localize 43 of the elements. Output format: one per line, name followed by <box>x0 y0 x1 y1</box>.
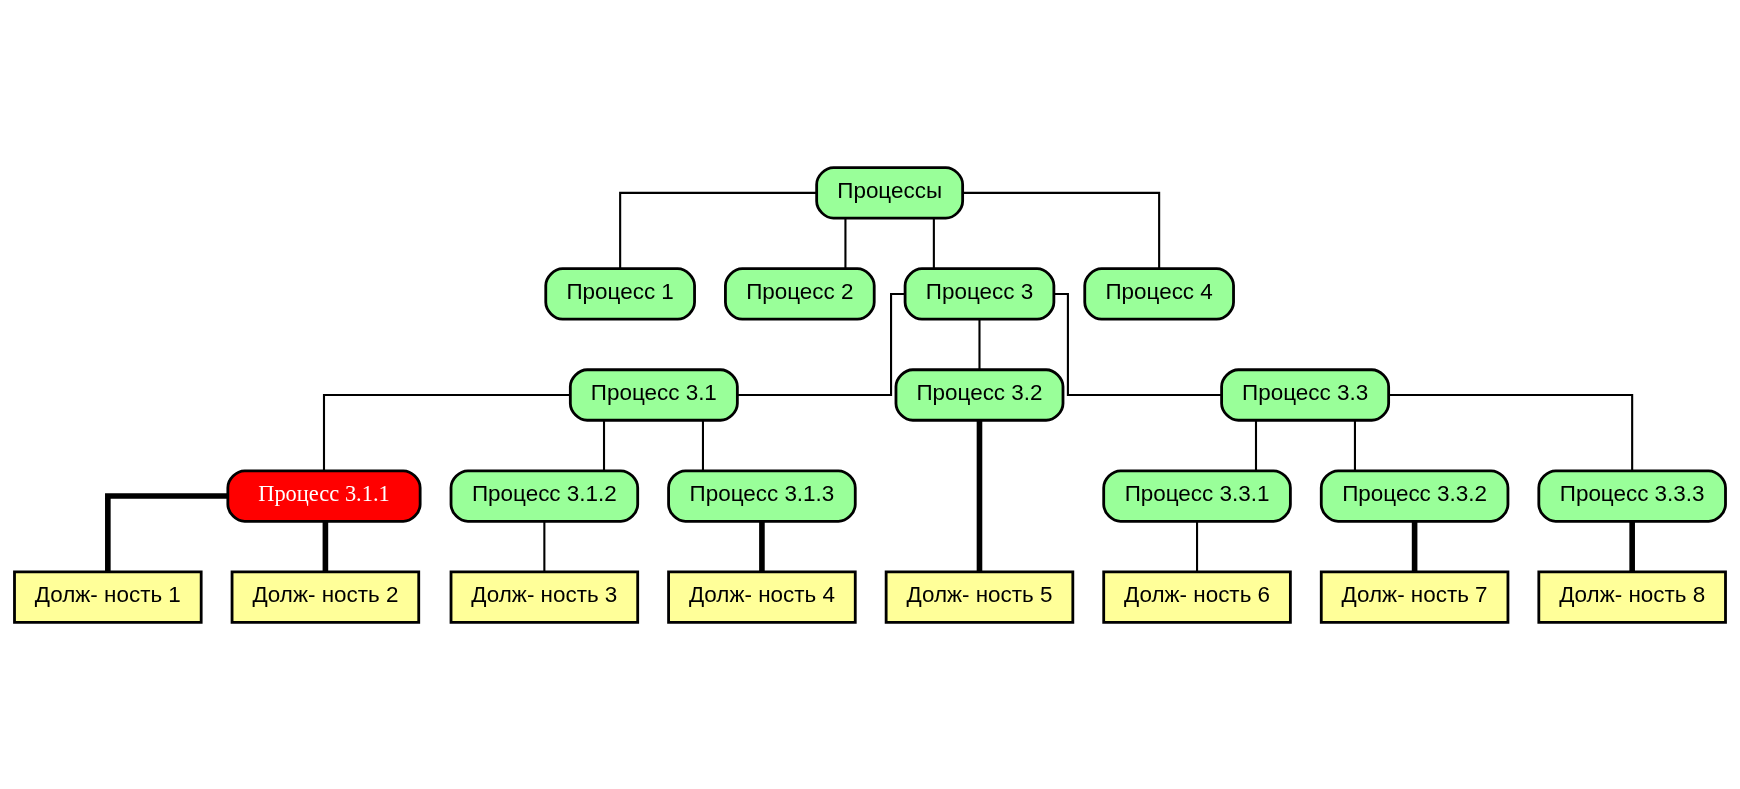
node-box: Процессы <box>815 165 965 220</box>
connector <box>1196 521 1199 571</box>
connector <box>1254 420 1258 470</box>
connector <box>543 521 546 571</box>
node-box: Процесс 3.1.2 <box>449 468 640 523</box>
node-box: Долж- ность 4 <box>667 569 857 624</box>
node-box: Процесс 3.2 <box>894 367 1065 422</box>
connector <box>1411 521 1418 571</box>
node-box: Долж- ность 5 <box>884 569 1075 624</box>
node-box: Долж- ность 1 <box>13 569 203 624</box>
node-box: Процесс 3.1.3 <box>667 468 857 523</box>
node-box: Долж- ность 3 <box>449 569 640 624</box>
connector <box>737 292 905 396</box>
connector <box>962 191 1161 268</box>
connector <box>1353 420 1356 470</box>
connector <box>978 318 981 369</box>
node-box: Процесс 3.3 <box>1220 367 1391 422</box>
connector <box>322 521 329 571</box>
node-box: Долж- ность 2 <box>230 569 421 624</box>
connector <box>701 420 705 470</box>
node-box: Процесс 4 <box>1083 266 1235 321</box>
connector <box>1629 521 1635 571</box>
connector <box>602 420 606 470</box>
node-box: Процесс 3.1 <box>568 367 739 422</box>
node-box: Долж- ность 8 <box>1537 569 1727 624</box>
connector <box>1054 292 1222 396</box>
connector <box>932 217 935 268</box>
connector <box>619 191 817 268</box>
node-box: Процесс 2 <box>724 266 876 321</box>
node-box: Процесс 3.3.1 <box>1102 468 1292 523</box>
connector <box>1388 393 1634 471</box>
connector <box>844 217 847 268</box>
connector <box>976 420 983 572</box>
connector <box>322 393 571 471</box>
node-box: Процесс 3.1.1 <box>226 468 422 523</box>
node-box: Процесс 3.3.3 <box>1537 468 1727 523</box>
node-box: Долж- ность 7 <box>1319 569 1510 624</box>
node-box: Процесс 1 <box>544 266 696 321</box>
node-box: Процесс 3.3.2 <box>1319 468 1510 523</box>
node-box: Процесс 3 <box>903 266 1056 321</box>
node-box: Долж- ность 6 <box>1102 569 1292 624</box>
connector <box>759 521 765 571</box>
connector <box>105 492 228 572</box>
